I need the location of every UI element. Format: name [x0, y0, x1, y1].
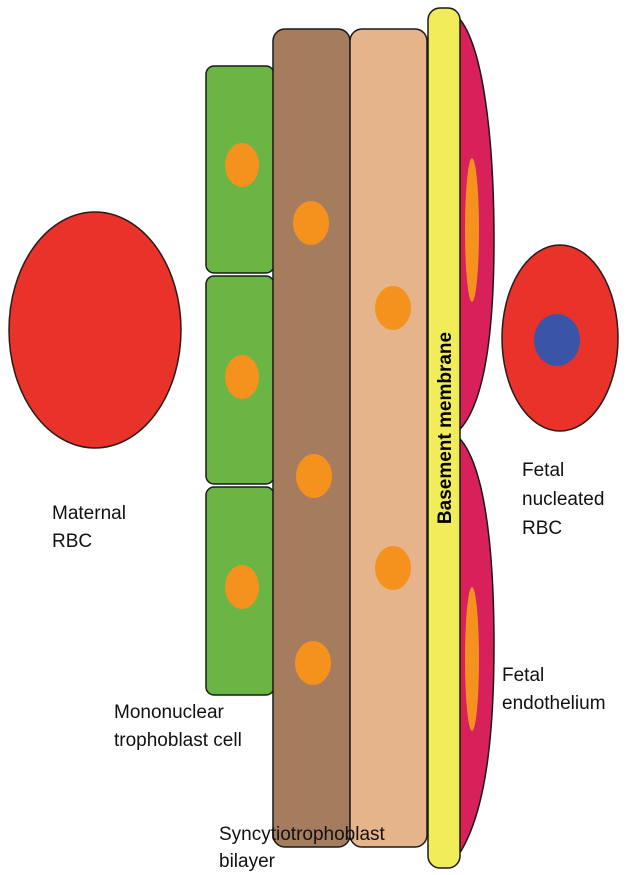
endothelium-nucleus-lower — [465, 587, 479, 731]
basement-membrane-label: Basement membrane — [435, 332, 456, 524]
mononuclear-trophoblast-layer — [206, 66, 274, 695]
syncytiotrophoblast-bilayer — [273, 29, 427, 847]
syncytio-nucleus-4 — [375, 286, 411, 330]
syncytio-label: Syncytiotrophoblast bilayer — [219, 824, 390, 872]
fetal-endothelium-label-line-1: Fetal — [502, 665, 544, 686]
maternal-rbc — [9, 212, 181, 448]
syncytio-nucleus-5 — [375, 546, 411, 590]
mononuclear-nucleus-2 — [225, 355, 259, 399]
fetal-rbc-nucleus — [534, 314, 580, 366]
syncytio-nucleus-3 — [295, 641, 331, 685]
maternal-rbc-label-line-1: Maternal — [52, 503, 126, 524]
mononuclear-label-line-2: trophoblast cell — [114, 730, 242, 751]
syncytio-nucleus-2 — [296, 454, 332, 498]
maternal-rbc-label-line-2: RBC — [52, 531, 92, 552]
syncytio-label-line-1: Syncytiotrophoblast — [219, 824, 386, 845]
syncytio-nucleus-1 — [293, 201, 329, 245]
syncytio-label-line-2: bilayer — [219, 851, 276, 872]
mononuclear-label: Mononuclear trophoblast cell — [114, 702, 242, 751]
endothelium-nucleus-upper — [465, 158, 479, 302]
syncytio-inner-layer — [350, 29, 427, 847]
fetal-rbc-label: Fetal nucleated RBC — [522, 460, 610, 539]
maternal-rbc-label: Maternal RBC — [52, 503, 131, 552]
fetal-endothelium-label-line-2: endothelium — [502, 693, 606, 714]
fetal-rbc-label-line-1: Fetal — [522, 460, 564, 481]
mononuclear-nucleus-3 — [225, 565, 259, 609]
mononuclear-label-line-1: Mononuclear — [114, 702, 225, 723]
syncytio-outer-layer — [273, 29, 350, 847]
fetal-endothelium-label: Fetal endothelium — [502, 665, 606, 714]
mononuclear-nucleus-1 — [225, 143, 259, 187]
fetal-rbc-label-line-2: nucleated — [522, 489, 604, 510]
fetal-rbc-label-line-3: RBC — [522, 518, 562, 539]
fetal-endothelium — [455, 14, 494, 860]
